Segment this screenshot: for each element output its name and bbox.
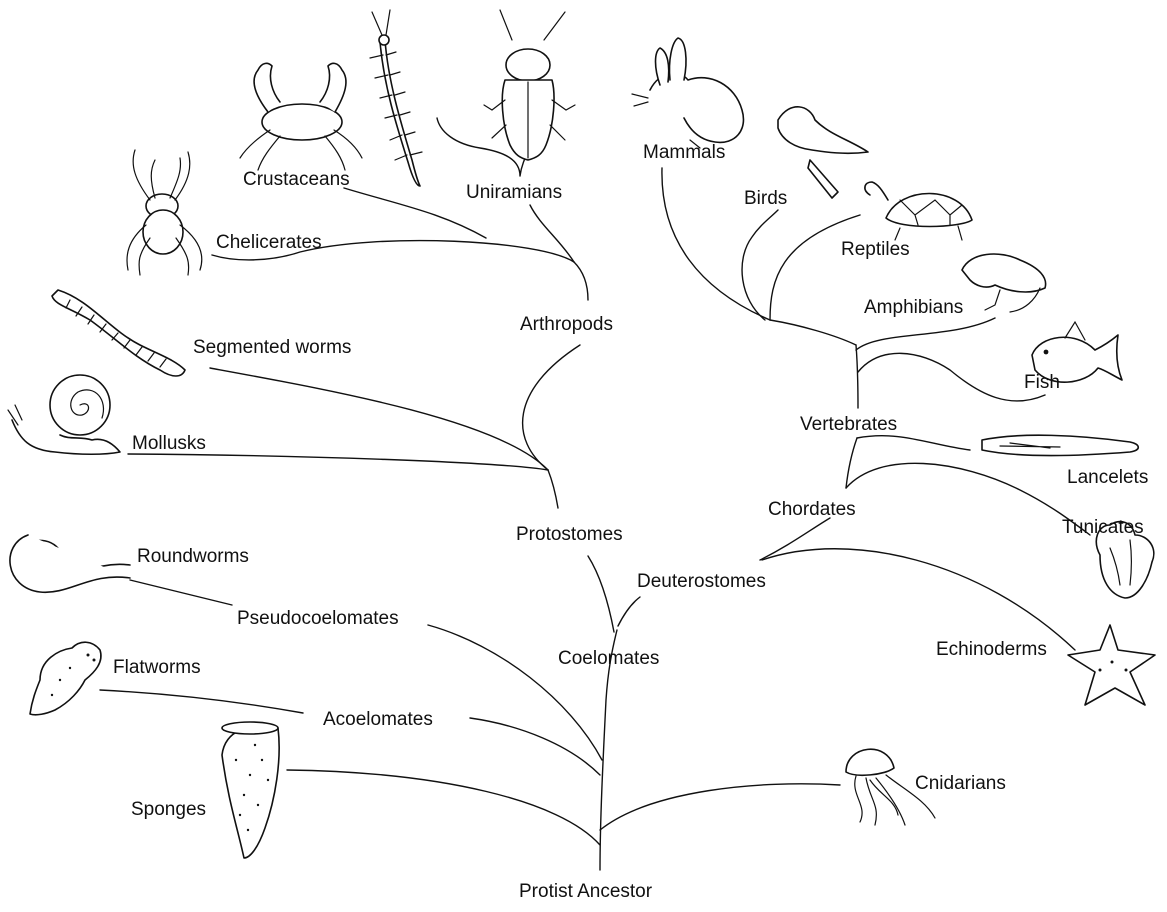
taxon-label-birds: Birds (744, 188, 787, 209)
sponges-branch (287, 770, 600, 845)
lancelet-illustration (982, 435, 1138, 455)
lancelets-branch (857, 436, 970, 450)
vertebrates-trunk (856, 345, 858, 408)
taxon-label-lancelets: Lancelets (1067, 467, 1148, 488)
taxon-label-reptiles: Reptiles (841, 239, 910, 260)
taxon-label-flatworms: Flatworms (113, 657, 201, 678)
taxon-label-roundworms: Roundworms (137, 546, 249, 567)
group-label-pseudocoelomates: Pseudocoelomates (237, 608, 399, 629)
sponge-illustration (222, 722, 279, 858)
fish-branch (858, 353, 1045, 401)
taxon-label-sponges: Sponges (131, 799, 206, 820)
cnidarians-branch (600, 784, 840, 830)
flatworms-branch (100, 690, 303, 713)
group-label-deuterostomes: Deuterostomes (637, 571, 766, 592)
amphibians-branch (856, 318, 995, 350)
echinoderms-branch (762, 549, 1075, 650)
group-label-protostomes: Protostomes (516, 524, 623, 545)
reptiles-branch (770, 215, 860, 320)
starfish-illustration (1068, 625, 1155, 705)
taxon-label-fish: Fish (1024, 372, 1060, 393)
taxon-label-mollusks: Mollusks (132, 433, 206, 454)
taxon-label-segmented-worms: Segmented worms (193, 337, 351, 358)
bird-illustration (778, 107, 868, 198)
taxon-label-mammals: Mammals (643, 142, 725, 163)
group-label-chordates: Chordates (768, 499, 856, 520)
group-label-coelomates: Coelomates (558, 648, 659, 669)
beetle-illustration (484, 10, 575, 160)
taxon-label-amphibians: Amphibians (864, 297, 963, 318)
taxon-label-uniramians: Uniramians (466, 182, 562, 203)
crustaceans-branch (344, 188, 486, 238)
protostomes-branch (588, 556, 614, 632)
taxon-label-crustaceans: Crustaceans (243, 169, 350, 190)
deuterostomes-trunk (760, 518, 830, 560)
frog-illustration (962, 254, 1046, 312)
arthropods-trunk (574, 262, 588, 300)
roundworm-illustration (10, 535, 130, 592)
protostomes-trunk (548, 470, 558, 508)
birds-branch (742, 210, 778, 320)
crab-illustration (240, 63, 362, 170)
mollusks-branch (128, 454, 548, 470)
roundworms-branch (130, 580, 232, 605)
group-label-acoelomates: Acoelomates (323, 709, 433, 730)
tetrapod-stem (770, 320, 856, 345)
taxon-label-tunicates: Tunicates (1062, 517, 1144, 538)
deuterostomes-branch (618, 597, 640, 626)
rabbit-illustration (632, 38, 743, 148)
centipede-illustration (370, 10, 422, 186)
taxon-label-echinoderms: Echinoderms (936, 639, 1047, 660)
snail-illustration (8, 375, 120, 454)
group-label-vertebrates: Vertebrates (800, 414, 897, 435)
tunicates-branch (846, 463, 1090, 535)
segmented-worm-illustration (52, 290, 185, 376)
chordates-trunk (846, 438, 857, 488)
taxon-label-chelicerates: Chelicerates (216, 232, 322, 253)
taxon-label-cnidarians: Cnidarians (915, 773, 1006, 794)
flatworm-illustration (30, 642, 101, 715)
segmented-worms-branch (210, 368, 548, 470)
arthropods-branch (523, 345, 580, 470)
turtle-illustration (865, 182, 972, 240)
spider-illustration (127, 150, 202, 275)
group-label-arthropods: Arthropods (520, 314, 613, 335)
root-label: Protist Ancestor (519, 881, 653, 902)
pseudocoelomates-branch (428, 625, 602, 760)
